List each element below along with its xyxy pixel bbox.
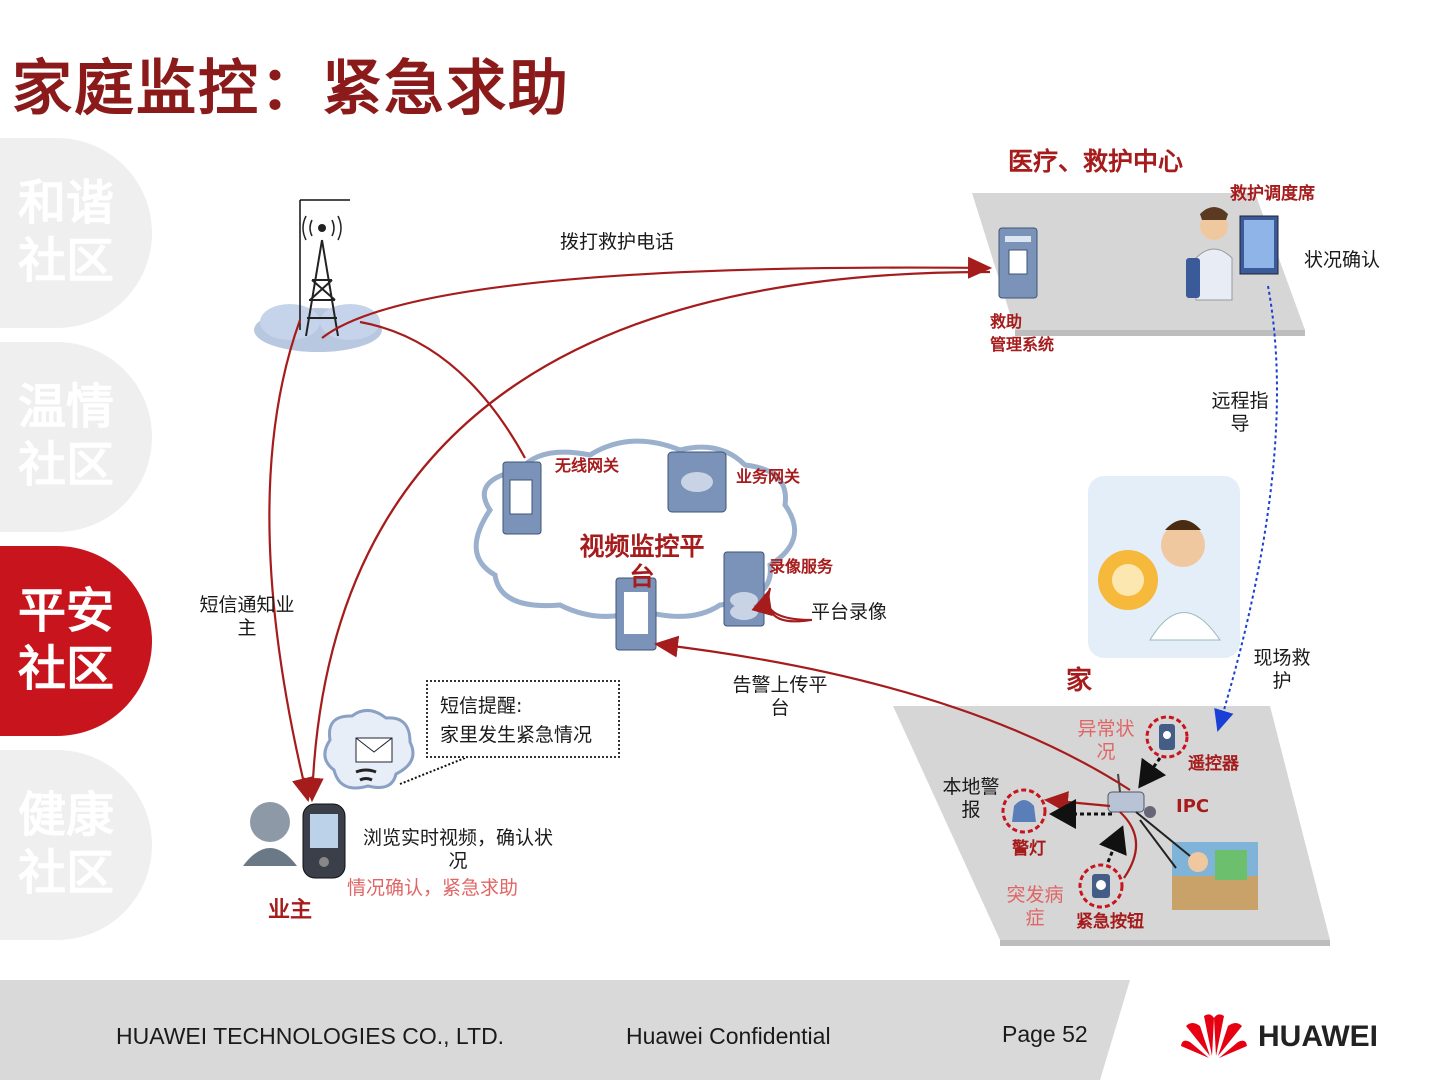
confirm-help-label: 情况确认，紧急求助: [347, 877, 519, 899]
recording-loop: [767, 587, 811, 623]
sms-reminder-note: 短信提醒: 家里发生紧急情况: [426, 680, 620, 758]
alarm-upload-label: 告警上传平 台: [732, 674, 828, 719]
home-label: 家: [1066, 666, 1093, 696]
footer-confidential: Huawei Confidential: [626, 1023, 831, 1049]
remote-to-ipc-arrow: [1138, 757, 1167, 789]
tab-safe-community[interactable]: 平安 社区: [0, 546, 152, 736]
owner-icon: [243, 802, 297, 866]
footer-page-number: Page 52: [1002, 1021, 1088, 1047]
remote-guide-label: 远程指 导: [1211, 390, 1269, 435]
recording-service-label: 录像服务: [769, 557, 834, 576]
dispatcher-icon: [1186, 207, 1279, 301]
emergency-button-icon: [1078, 863, 1124, 909]
tab-label: 平安 社区: [18, 583, 115, 697]
remote-guide-arrow: [1214, 285, 1278, 732]
browse-video-label: 浏览实时视频，确认状 况: [362, 827, 553, 872]
doctor-icon: [1088, 476, 1240, 658]
sms-reminder-line1: 短信提醒:: [440, 695, 523, 717]
status-confirm-label: 状况确认: [1304, 249, 1381, 271]
tab-label: 和谐 社区: [18, 175, 115, 289]
emergency-button-label: 紧急按钮: [1076, 912, 1144, 932]
tab-label: 健康 社区: [18, 787, 115, 901]
ipc-label: IPC: [1176, 796, 1210, 817]
onsite-rescue-label: 现场救 护: [1253, 647, 1311, 692]
callback-arrow: [301, 270, 991, 803]
call-rescue-arrow: [321, 256, 993, 339]
abnormal-label: 异常状 况: [1077, 718, 1135, 763]
sms-notify-arrow: [268, 319, 314, 803]
tab-label: 温情 社区: [18, 379, 115, 493]
alarm-light-label: 警灯: [1012, 839, 1046, 859]
platform-recording-label: 平台录像: [811, 601, 888, 623]
cell-tower-icon: [254, 199, 382, 352]
service-gateway-icon: [667, 451, 727, 513]
dispatch-seat-label: 救护调度席: [1230, 184, 1315, 204]
tab-harmony-community[interactable]: 和谐 社区: [0, 138, 152, 328]
sms-cloud-icon: [323, 709, 415, 790]
sudden-illness-label: 突发病 症: [1006, 884, 1064, 929]
tab-health-community[interactable]: 健康 社区: [0, 750, 152, 940]
recording-server-icon: [723, 551, 765, 627]
remote-control-label: 遥控器: [1188, 754, 1239, 774]
mobile-phone-icon: [302, 803, 346, 879]
recording-loop-arrow: [751, 589, 813, 622]
button-to-ipc-arrow: [1098, 825, 1127, 863]
wireless-gateway-label: 无线网关: [555, 456, 620, 475]
sms-reminder-line2: 家里发生紧急情况: [440, 724, 593, 746]
local-alarm-label: 本地警 报: [942, 776, 1000, 821]
footer-white-panel: [1100, 980, 1440, 1080]
note-connector: [399, 755, 471, 785]
call-rescue-label: 拨打救护电话: [560, 231, 675, 253]
video-platform-label: 视频监控平 台: [579, 532, 705, 591]
button-ipc-link: [1119, 811, 1138, 879]
diagram-canvas: [243, 193, 1330, 946]
huawei-logo-icon: [1181, 1014, 1247, 1058]
page-title: 家庭监控：紧急求助: [12, 54, 570, 124]
rescue-server-icon: [998, 227, 1038, 299]
remote-control-icon: [1145, 715, 1189, 759]
platform-switch-icon: [615, 577, 657, 651]
tab-warm-community[interactable]: 温情 社区: [0, 342, 152, 532]
medical-center-label: 医疗、救护中心: [1008, 147, 1184, 176]
ipc-camera-icon: [1107, 773, 1156, 818]
huawei-logo-text: HUAWEI: [1258, 1020, 1378, 1053]
alarm-upload-arrow: [653, 635, 1131, 791]
wireless-gateway-icon: [502, 461, 542, 535]
rescue-system-label: 救助 管理系统: [990, 312, 1055, 354]
service-gateway-label: 业务网关: [736, 467, 801, 486]
owner-label: 业主: [268, 898, 313, 923]
sms-notify-label: 短信通知业 主: [199, 594, 295, 639]
footer-company: HUAWEI TECHNOLOGIES CO., LTD.: [116, 1023, 505, 1049]
tower-gateway-link: [359, 320, 526, 459]
footer-bar: HUAWEI TECHNOLOGIES CO., LTD. Huawei Con…: [0, 980, 1440, 1080]
